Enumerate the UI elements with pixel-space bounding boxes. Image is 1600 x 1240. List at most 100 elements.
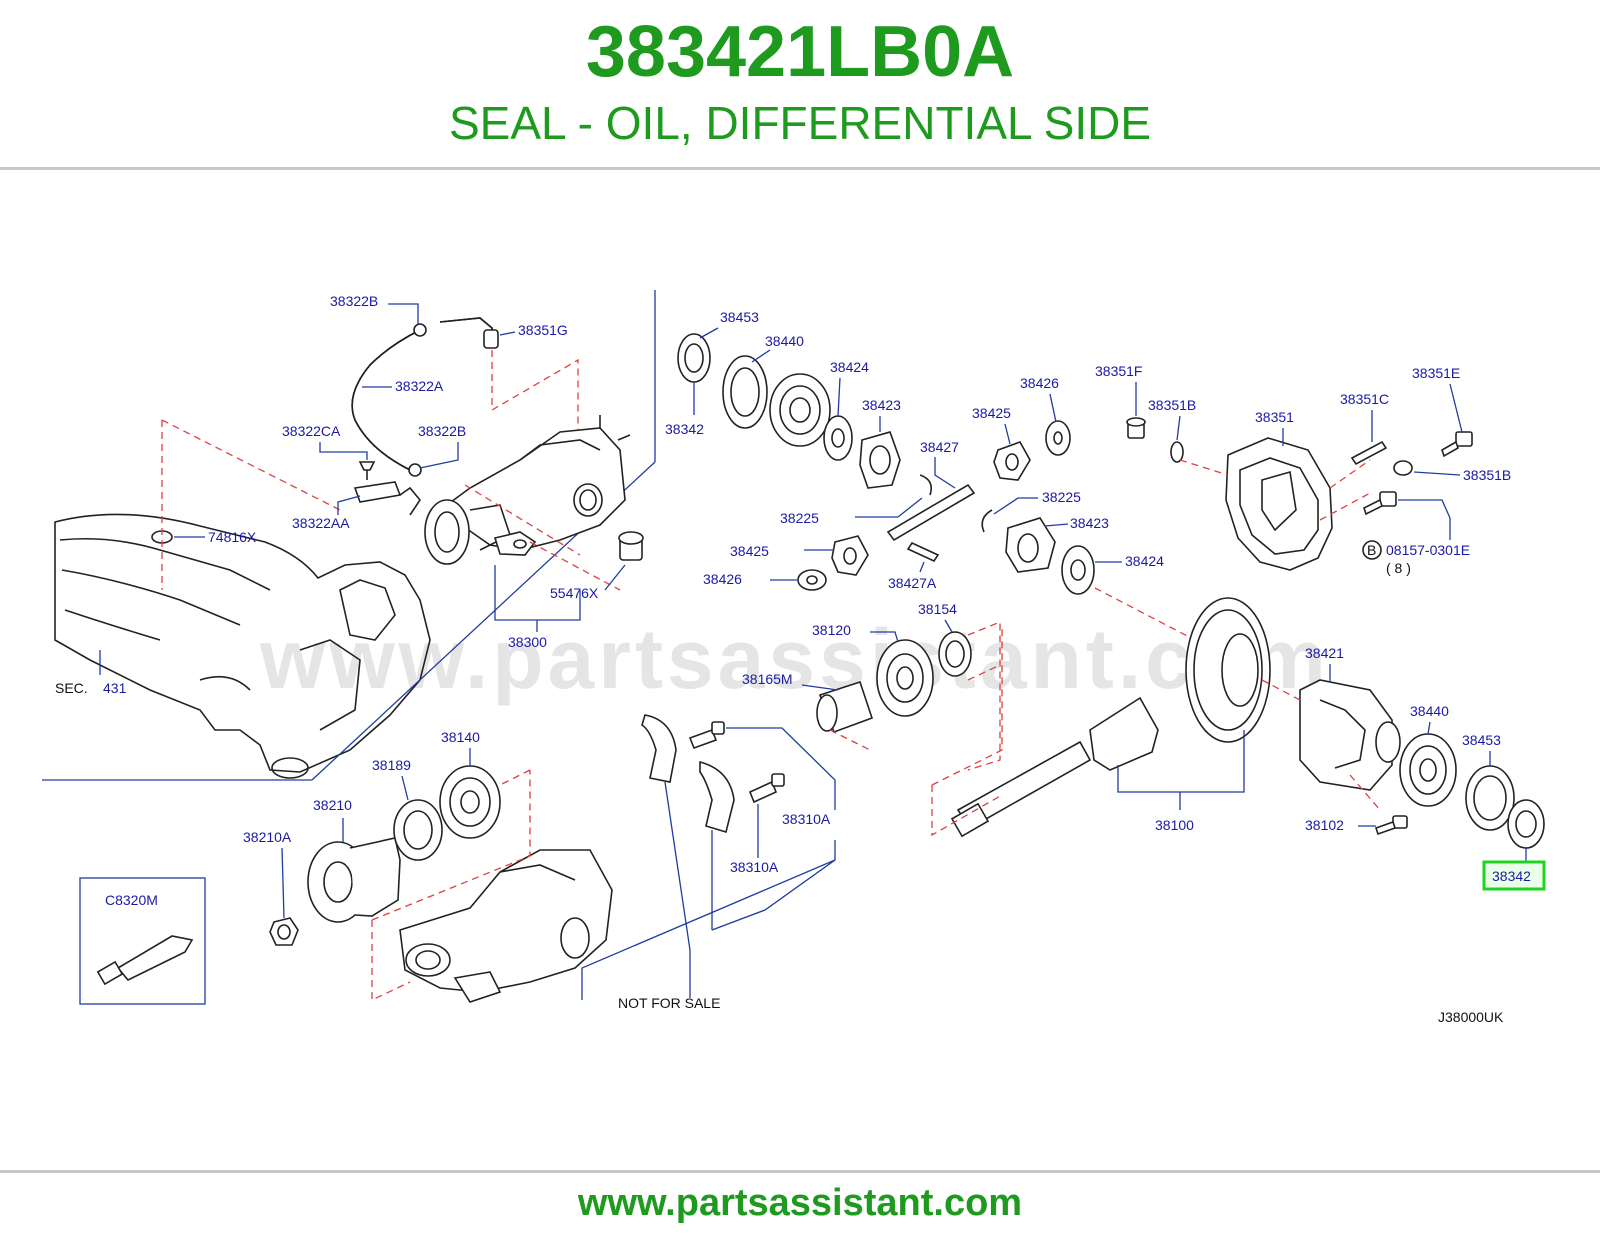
bracket-38322aa bbox=[353, 481, 402, 503]
callout-b-letter: B bbox=[1367, 542, 1376, 558]
label-38210[interactable]: 38210 bbox=[313, 797, 352, 813]
footer-url-link[interactable]: www.partsassistant.com bbox=[577, 1182, 1023, 1224]
sec-label: SEC. bbox=[55, 680, 88, 696]
label-38440-top[interactable]: 38440 bbox=[765, 333, 804, 349]
oil-seal-38342-front bbox=[677, 333, 711, 383]
oil-seal-38189 bbox=[393, 799, 443, 861]
bearing-38440-bot bbox=[1399, 733, 1457, 807]
bracket-38310a-left bbox=[641, 714, 677, 783]
label-38424-top[interactable]: 38424 bbox=[830, 359, 869, 375]
label-38351g[interactable]: 38351G bbox=[518, 322, 568, 338]
callout-b-circle bbox=[1362, 540, 1382, 560]
label-38425-bot[interactable]: 38425 bbox=[730, 543, 769, 559]
label-c8320m[interactable]: C8320M bbox=[105, 892, 158, 908]
shim-38154 bbox=[938, 631, 972, 677]
pinion-mate-38425-top bbox=[993, 441, 1031, 481]
label-38100[interactable]: 38100 bbox=[1155, 817, 1194, 833]
label-38322b-mid[interactable]: 38322B bbox=[418, 423, 466, 439]
label-38427a[interactable]: 38427A bbox=[888, 575, 937, 591]
shim-38440-top bbox=[722, 355, 768, 429]
label-38154[interactable]: 38154 bbox=[918, 601, 957, 617]
label-38351e[interactable]: 38351E bbox=[1412, 365, 1460, 381]
label-38425-top[interactable]: 38425 bbox=[972, 405, 1011, 421]
part-number-title: 383421LB0A bbox=[585, 12, 1015, 92]
not-for-sale-label: NOT FOR SALE bbox=[618, 995, 720, 1011]
label-08157[interactable]: 08157-0301E bbox=[1386, 542, 1470, 558]
label-74816x[interactable]: 74816X bbox=[208, 529, 257, 545]
companion-flange-38210 bbox=[307, 837, 401, 923]
label-38453-top[interactable]: 38453 bbox=[720, 309, 759, 325]
clamp-38322b-bottom bbox=[408, 463, 422, 477]
rear-cover-38351 bbox=[1225, 437, 1333, 571]
label-38189[interactable]: 38189 bbox=[372, 757, 411, 773]
label-38342-highlighted[interactable]: 38342 bbox=[1492, 868, 1531, 884]
bolt-08157 bbox=[1363, 491, 1397, 516]
label-38300[interactable]: 38300 bbox=[508, 634, 547, 650]
label-38322aa[interactable]: 38322AA bbox=[292, 515, 350, 531]
label-38426-top[interactable]: 38426 bbox=[1020, 375, 1059, 391]
diagram-code: J38000UK bbox=[1438, 1009, 1504, 1025]
label-38351c[interactable]: 38351C bbox=[1340, 391, 1389, 407]
label-38140[interactable]: 38140 bbox=[441, 729, 480, 745]
pin-38427a bbox=[906, 541, 940, 563]
bolt-38102 bbox=[1374, 815, 1408, 836]
clamp-38322b-top bbox=[413, 323, 427, 337]
label-38453-bot[interactable]: 38453 bbox=[1462, 732, 1501, 748]
label-38225-b[interactable]: 38225 bbox=[1042, 489, 1081, 505]
label-38351b-b[interactable]: 38351B bbox=[1463, 467, 1511, 483]
bolt-38351e bbox=[1441, 431, 1473, 458]
label-38310a-a[interactable]: 38310A bbox=[782, 811, 831, 827]
label-38322b-top[interactable]: 38322B bbox=[330, 293, 378, 309]
callout-qty: ( 8 ) bbox=[1386, 560, 1411, 576]
rear-subframe bbox=[54, 513, 431, 779]
label-38310a-b[interactable]: 38310A bbox=[730, 859, 779, 875]
diagram-canvas: www.partsassistant.com SEC. 431 74816X 3… bbox=[42, 290, 1546, 1025]
label-38165m[interactable]: 38165M bbox=[742, 671, 793, 687]
snap-ring-38225-mid bbox=[981, 509, 993, 533]
label-38351[interactable]: 38351 bbox=[1255, 409, 1294, 425]
gasket-38351b-a bbox=[1170, 441, 1184, 463]
label-38351b-a[interactable]: 38351B bbox=[1148, 397, 1196, 413]
plug-38351f bbox=[1126, 417, 1146, 439]
thrust-washer-38426-top bbox=[1045, 420, 1071, 456]
label-38426-bot[interactable]: 38426 bbox=[703, 571, 742, 587]
label-38423-top[interactable]: 38423 bbox=[862, 397, 901, 413]
bearing-38120 bbox=[876, 639, 934, 717]
label-38102[interactable]: 38102 bbox=[1305, 817, 1344, 833]
label-38210a[interactable]: 38210A bbox=[243, 829, 292, 845]
bolt-38310a-a bbox=[688, 721, 725, 750]
parts-diagram: www.partsassistant.com SEC. 431 74816X 3… bbox=[0, 170, 1600, 1170]
label-38423-mid[interactable]: 38423 bbox=[1070, 515, 1109, 531]
shim-38453-bot bbox=[1465, 765, 1515, 831]
label-38322ca[interactable]: 38322CA bbox=[282, 423, 341, 439]
label-38342-top[interactable]: 38342 bbox=[665, 421, 704, 437]
part-description: SEAL - OIL, DIFFERENTIAL SIDE bbox=[448, 97, 1152, 149]
label-38421[interactable]: 38421 bbox=[1305, 645, 1344, 661]
side-gear-38423-mid bbox=[1005, 517, 1056, 573]
label-55476x[interactable]: 55476X bbox=[550, 585, 599, 601]
mount-55476x bbox=[618, 531, 644, 561]
page-header: 383421LB0A SEAL - OIL, DIFFERENTIAL SIDE bbox=[0, 0, 1600, 168]
label-38351f[interactable]: 38351F bbox=[1095, 363, 1142, 379]
pinion-mate-38425-bot bbox=[831, 535, 869, 576]
bolt-38310a-b bbox=[748, 773, 785, 804]
clip-38322ca bbox=[358, 461, 376, 471]
label-38322a[interactable]: 38322A bbox=[395, 378, 444, 394]
nut-38210a bbox=[269, 917, 299, 946]
label-38427[interactable]: 38427 bbox=[920, 439, 959, 455]
footer-divider bbox=[0, 1170, 1600, 1173]
label-38120[interactable]: 38120 bbox=[812, 622, 851, 638]
sealant-tube-c8320m bbox=[96, 935, 194, 986]
sec-number-link[interactable]: 431 bbox=[103, 680, 127, 696]
highlight-box-38342[interactable] bbox=[1482, 860, 1546, 891]
side-gear-38423-top bbox=[859, 431, 901, 489]
label-38225-a[interactable]: 38225 bbox=[780, 510, 819, 526]
gasket-38351b-b bbox=[1393, 460, 1413, 476]
diff-case-38421 bbox=[1299, 679, 1401, 791]
label-38424-mid[interactable]: 38424 bbox=[1125, 553, 1164, 569]
label-38440-bot[interactable]: 38440 bbox=[1410, 703, 1449, 719]
oil-seal-38342-highlighted bbox=[1507, 799, 1545, 849]
snap-ring-38225-top bbox=[919, 474, 933, 496]
drive-pinion-38100 bbox=[950, 696, 1159, 838]
spacer-38165m bbox=[816, 680, 874, 734]
